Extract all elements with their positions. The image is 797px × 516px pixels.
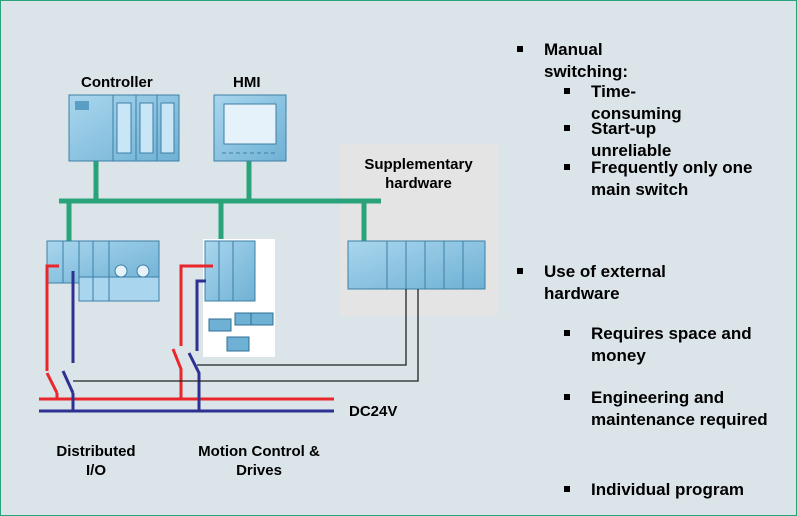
bullet-marker [517,268,523,274]
ethernet-bus [59,161,381,241]
bullet-startup-unreliable: Start-up unreliable [564,118,671,162]
control-wires [73,289,419,382]
bullet-engineering: Engineering and maintenance required [564,387,776,431]
controller-device [68,94,180,162]
bullet-requires-space: Requires space and money [564,323,791,367]
motion-control-device [203,239,275,357]
bullet-marker [564,164,570,170]
bullet-marker [564,394,570,400]
bullet-individual-program: Individual program [564,479,791,501]
bullet-marker [564,88,570,94]
distributed-io-wiring [45,264,75,411]
bullet-marker [564,486,570,492]
bullet-marker [564,330,570,336]
bullet-one-main-switch: Frequently only one main switch [564,157,771,201]
hmi-device [213,94,287,162]
bullet-manual-switching: Manual switching: [517,39,628,83]
motion-control-wiring [171,264,213,411]
bullet-external-hardware: Use of external hardware [517,261,744,305]
distributed-io-label: Distributed I/O [56,443,136,479]
bullet-marker [564,125,570,131]
bullet-time-consuming: Time-consuming [564,81,682,125]
supplementary-hardware-label: Supplementary hardware [364,156,473,192]
distributed-io-device [46,240,160,302]
controller-label: Controller [81,74,153,91]
bullet-marker [517,46,523,52]
hmi-label: HMI [233,74,261,91]
motion-control-label: Motion Control & Drives [198,443,320,479]
dc24v-lines [39,397,334,413]
dc24v-label: DC24V [349,403,398,420]
supplementary-hardware-device [347,240,486,290]
